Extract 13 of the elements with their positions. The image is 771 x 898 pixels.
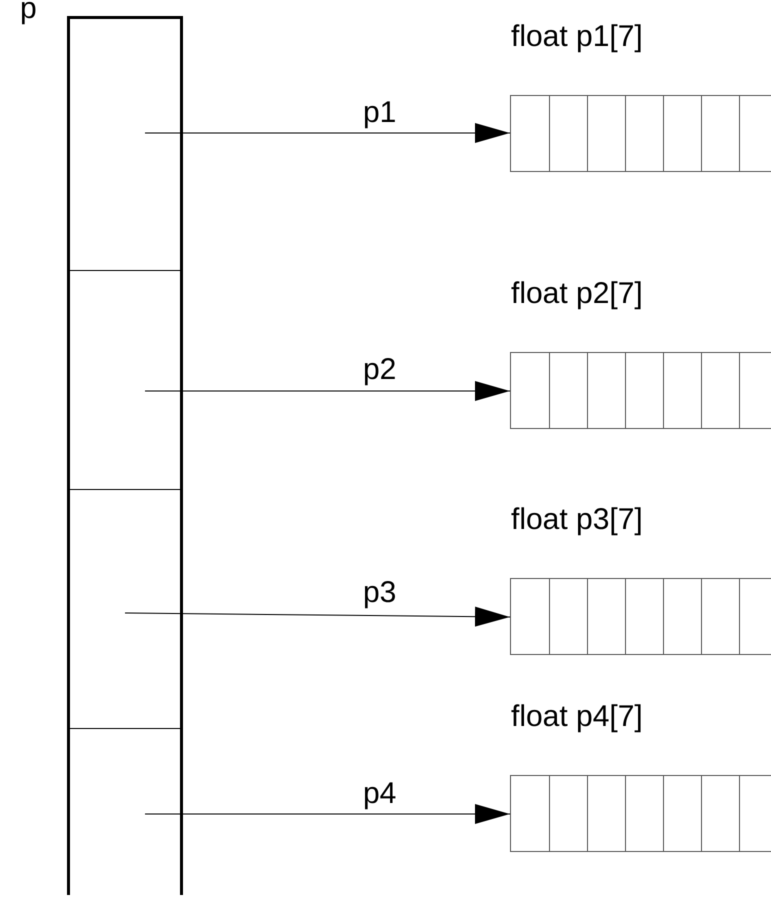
edge-label: p3 bbox=[363, 578, 396, 608]
edge-label: p4 bbox=[363, 779, 396, 809]
array-label: float p2[7] bbox=[511, 279, 643, 309]
edge-label: p1 bbox=[363, 98, 396, 128]
arrow bbox=[144, 123, 510, 143]
array-label: float p3[7] bbox=[511, 505, 643, 535]
arrow bbox=[144, 804, 510, 824]
edge-label: p2 bbox=[363, 355, 396, 385]
column-label: p bbox=[20, 0, 37, 24]
array-label: float p4[7] bbox=[511, 702, 643, 732]
arrow bbox=[144, 381, 510, 401]
array-label: float p1[7] bbox=[511, 22, 643, 52]
arrow bbox=[124, 606, 510, 627]
